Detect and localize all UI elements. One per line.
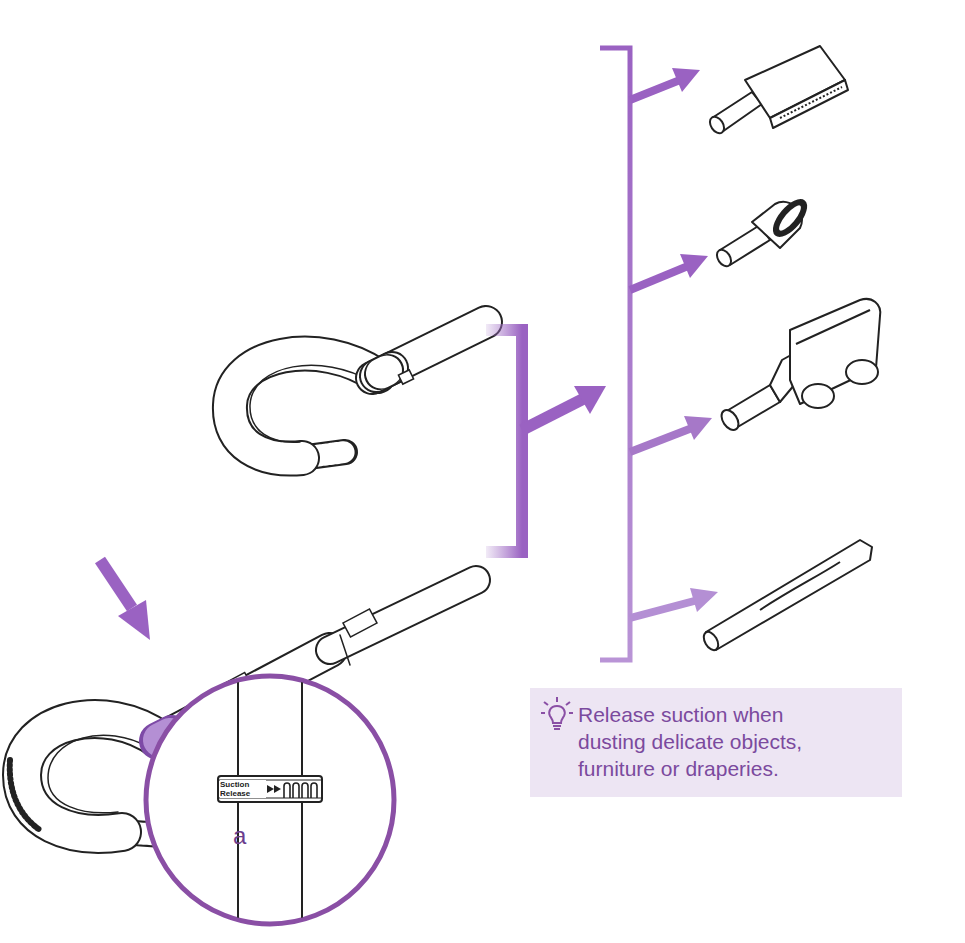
drawing-part [802,384,834,408]
drawing-part [706,540,872,650]
drawing-part [293,783,299,798]
drawing-part [790,299,880,404]
drawing-part [718,407,742,433]
drawing-part [486,330,522,552]
drawing-part [22,719,160,834]
drawing-part [100,560,132,608]
drawing-part [684,416,712,440]
bulb-icon [540,696,574,736]
drawing-part [522,398,585,430]
drawing-part [707,114,727,136]
tip-text: Release suction when dusting delicate ob… [578,702,814,783]
magnifier-callout [146,670,394,930]
drawing-part [690,588,718,612]
drawing-part [284,783,317,798]
bulb-stroke [566,702,570,705]
drawing-part [22,719,160,834]
drawing-part [680,254,708,278]
drawing-part [714,247,734,269]
bulb-stroke [553,725,561,727]
drawing-part [118,600,150,640]
drawing-part [48,735,150,812]
drawing-part [267,785,281,793]
drawing-part [10,760,40,830]
drawing-part [796,310,870,344]
drawing-part [218,670,322,930]
bulb-stroke [569,712,573,714]
bulb-stroke [541,712,545,714]
drawing-part [630,600,698,618]
drawing-part [630,80,680,100]
bulb-stroke [549,706,564,723]
drawing-part [768,195,812,242]
drawing-part [780,87,842,118]
drawing-part [274,785,281,793]
drawing-part [630,428,692,452]
tip-box: Release suction when dusting delicate ob… [530,688,902,797]
drawing-part [284,783,290,798]
drawing-part [381,371,387,374]
drawing-part [760,562,840,610]
bulb-stroke [554,728,560,730]
drawing-part [267,785,274,793]
drawing-part [774,201,805,235]
attachments [701,46,880,653]
drawing-part [846,360,878,384]
drawing-part [330,580,476,650]
drawing-part [376,368,392,376]
drawing-part [630,266,688,290]
drawing-part [574,386,606,414]
bulb-stroke [556,697,558,702]
bulb-stroke [544,702,548,705]
drawing-part [218,776,322,802]
callout-letter: a [233,822,246,850]
drawing-part [218,780,322,798]
drawing-part [230,354,378,459]
drawing-part [250,365,372,442]
drawing-part [311,783,317,798]
drawing-part [600,48,630,660]
purple-arrows [100,48,718,660]
drawing-part [230,354,378,459]
drawing-part [672,68,700,92]
drawing-part [330,580,476,650]
drawing-part [340,635,350,665]
drawing-part [398,370,413,384]
drawing-part [302,783,308,798]
drawing-part [372,322,486,378]
drawing-part [701,629,721,652]
drawing-part [146,676,394,924]
drawing-part [376,368,392,376]
drawing-part [770,80,848,128]
band-text: Suction Release [220,780,266,798]
drawing-part [372,322,486,378]
drawing-part [343,609,377,637]
drawing-part [380,370,388,374]
handle-upper [230,322,486,459]
